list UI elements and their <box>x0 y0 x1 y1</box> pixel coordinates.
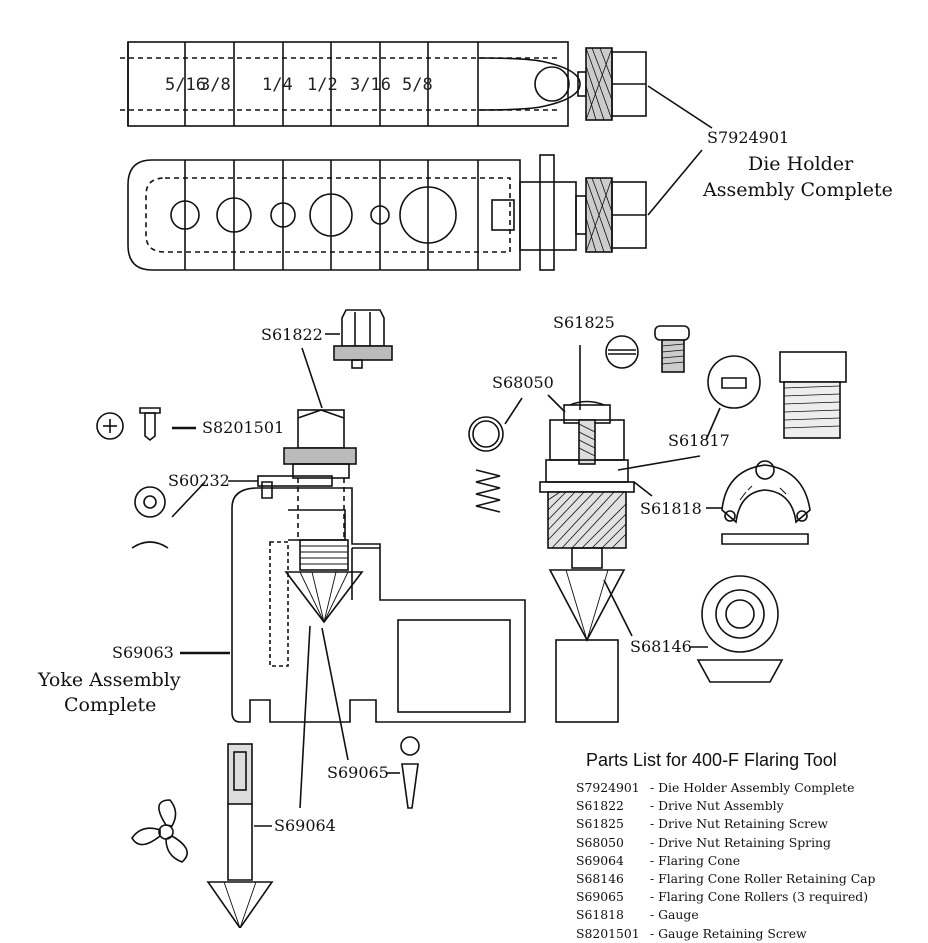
leader-line <box>321 627 349 761</box>
part-number: S69065 <box>576 889 624 905</box>
die-holder-name: Assembly Complete <box>702 179 893 201</box>
flaring-cone-rollers <box>400 736 420 809</box>
size-label: 3/16 <box>350 75 391 95</box>
yoke-name: Complete <box>64 694 156 716</box>
size-label: 5/16 <box>165 75 206 95</box>
parts-list-row: S61818 - Gauge <box>576 906 926 924</box>
parts-list-row: S61822 - Drive Nut Assembly <box>576 797 926 815</box>
retaining-screw-head <box>605 325 690 373</box>
part-description: - Die Holder Assembly Complete <box>650 780 855 795</box>
gauge-screw <box>96 407 161 442</box>
gauge <box>721 460 811 545</box>
spring-clip <box>131 541 169 549</box>
drive-assembly-section <box>539 400 635 723</box>
part-description: - Drive Nut Retaining Screw <box>650 816 829 832</box>
retaining-spring <box>468 416 504 452</box>
leader-line <box>547 394 566 413</box>
yoke-body <box>231 409 526 723</box>
die-holder-top-view: 5/16 3/8 1/4 1/2 3/16 5/8 <box>120 41 647 127</box>
parts-list-row: S68050 - Drive Nut Retaining Spring <box>576 834 926 852</box>
parts-list-row: S69065 - Flaring Cone Rollers (3 required… <box>576 888 926 906</box>
part-number: S61822 <box>576 798 624 814</box>
flaring-cone <box>131 743 274 928</box>
part-description: - Flaring Cone Rollers (3 required) <box>650 889 869 905</box>
part-description: - Drive Nut Retaining Spring <box>650 834 831 850</box>
part-description: - Gauge <box>650 907 699 923</box>
parts-list-row: S7924901 - Die Holder Assembly Complete <box>576 779 926 797</box>
callout-s68050: S68050 <box>492 373 554 392</box>
die-holder-side-view <box>127 154 647 271</box>
size-label: 1/4 <box>262 75 293 95</box>
die-holder-name: Die Holder <box>748 153 854 175</box>
die-holder-part-number: S7924901 <box>707 128 789 147</box>
size-label: 5/8 <box>402 75 433 95</box>
yoke-name: Yoke Assembly <box>37 669 181 691</box>
leader-line <box>705 407 721 441</box>
size-label: 1/2 <box>307 75 338 95</box>
part-description: - Drive Nut Assembly <box>650 798 784 814</box>
leader-line <box>617 455 701 471</box>
part-number: S61818 <box>576 907 624 923</box>
parts-list-title: Parts List for 400-F Flaring Tool <box>586 750 837 770</box>
parts-list: Parts List for 400-F Flaring Tool S79249… <box>576 750 926 943</box>
callout-s60232: S60232 <box>168 471 230 490</box>
parts-list-row: S8201501- Gauge Retaining Screw <box>576 925 926 943</box>
leader-line <box>171 481 206 518</box>
roller-retaining-cap <box>696 575 784 683</box>
leader-line <box>603 579 633 637</box>
parts-list-row: S69064 - Flaring Cone <box>576 852 926 870</box>
callout-s61817: S61817 <box>668 431 730 450</box>
parts-list-row: S68146 - Flaring Cone Roller Retaining Ca… <box>576 870 926 888</box>
size-label: 3/8 <box>200 75 231 95</box>
part-number: S7924901 <box>576 780 640 795</box>
part-number: S68146 <box>576 871 624 887</box>
leader-line <box>301 347 323 409</box>
leader-line <box>647 85 713 129</box>
callout-s69065: S69065 <box>327 763 389 782</box>
leader-line <box>504 397 523 425</box>
callout-s61818: S61818 <box>640 499 702 518</box>
part-description: - Flaring Cone Roller Retaining Cap <box>650 871 876 887</box>
callout-s8201501: S8201501 <box>202 418 284 437</box>
washer <box>134 486 166 518</box>
part-number: S69064 <box>576 852 624 868</box>
part-number: S61825 <box>576 816 624 832</box>
callout-s69064: S69064 <box>274 816 336 835</box>
callout-s69063: S69063 <box>112 643 174 662</box>
callout-s61822: S61822 <box>261 325 323 344</box>
parts-list-row: S61825 - Drive Nut Retaining Screw <box>576 815 926 833</box>
leader-line <box>647 149 703 216</box>
part-number: S8201501 <box>576 925 640 941</box>
part-description: - Flaring Cone <box>650 852 741 868</box>
drive-nut <box>333 309 393 369</box>
part-number: S68050 <box>576 834 624 850</box>
callout-s68146: S68146 <box>630 637 692 656</box>
leader-line <box>633 481 653 497</box>
leader-line <box>299 625 311 809</box>
gauge-ring <box>707 351 847 439</box>
callout-s61825: S61825 <box>553 313 615 332</box>
coil-spring <box>475 469 501 513</box>
